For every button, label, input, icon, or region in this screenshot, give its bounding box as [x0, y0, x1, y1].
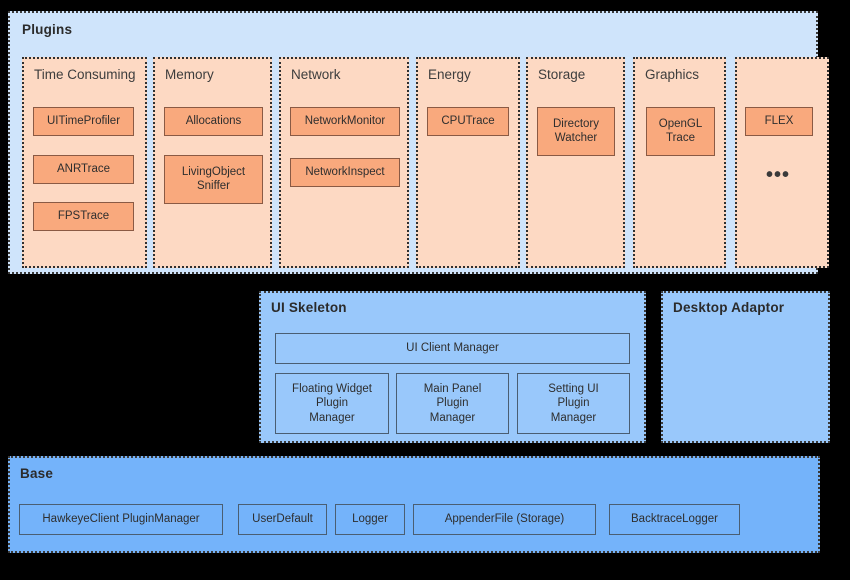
plugin-column-energy: Energy	[416, 57, 520, 268]
plugin-chip-anrtrace[interactable]: ANRTrace	[33, 155, 134, 184]
box-line-1: Main Panel	[423, 382, 482, 395]
plugins-panel-title: Plugins	[22, 22, 73, 37]
base-box-logger[interactable]: Logger	[335, 504, 405, 535]
plugin-chip-label: Directory Watcher	[552, 118, 599, 144]
plugin-more-ellipsis-icon: •••	[766, 164, 791, 186]
box-line-3: Manager	[309, 411, 355, 424]
box-line-2: Plugin	[436, 397, 469, 410]
plugin-chip-flex[interactable]: FLEX	[745, 107, 813, 136]
desktop-adaptor-panel	[661, 291, 830, 443]
plugin-chip-networkmonitor[interactable]: NetworkMonitor	[290, 107, 400, 136]
base-box-appenderfile-storage[interactable]: AppenderFile (Storage)	[413, 504, 596, 535]
plugin-column-graphics: Graphics	[633, 57, 726, 268]
ui-skeleton-title: UI Skeleton	[271, 300, 347, 315]
plugin-column-more	[735, 57, 829, 268]
box-line-2: Plugin	[557, 397, 590, 410]
main-panel-plugin-manager-box[interactable]: Main Panel Plugin Manager	[396, 373, 509, 434]
box-line-3: Manager	[550, 411, 597, 424]
ui-client-manager-box[interactable]: UI Client Manager	[275, 333, 630, 364]
plugin-column-title: Storage	[538, 67, 586, 82]
setting-ui-plugin-manager-box[interactable]: Setting UI Plugin Manager	[517, 373, 630, 434]
plugin-chip-opengltrace[interactable]: OpenGL Trace	[646, 107, 715, 156]
plugin-column-title: Time Consuming	[34, 67, 136, 82]
plugin-chip-directorywatcher[interactable]: Directory Watcher	[537, 107, 615, 156]
desktop-adaptor-title: Desktop Adaptor	[673, 300, 785, 315]
plugin-chip-label: OpenGL Trace	[658, 118, 703, 144]
base-box-backtracelogger[interactable]: BacktraceLogger	[609, 504, 740, 535]
plugin-chip-cputrace[interactable]: CPUTrace	[427, 107, 509, 136]
base-box-hawkeyeclient-pluginmanager[interactable]: HawkeyeClient PluginManager	[19, 504, 223, 535]
plugin-column-title: Memory	[165, 67, 214, 82]
plugin-column-title: Network	[291, 67, 341, 82]
plugin-chip-fpstrace[interactable]: FPSTrace	[33, 202, 134, 231]
plugin-chip-label: LivingObject Sniffer	[181, 166, 246, 192]
plugin-chip-livingobjectsniffer[interactable]: LivingObject Sniffer	[164, 155, 263, 204]
base-title: Base	[20, 466, 54, 481]
box-line-1: Setting UI	[548, 382, 599, 395]
plugin-chip-networkinspect[interactable]: NetworkInspect	[290, 158, 400, 187]
floating-widget-plugin-manager-box[interactable]: Floating Widget Plugin Manager	[275, 373, 389, 434]
plugin-column-title: Graphics	[645, 67, 700, 82]
plugin-chip-uitimeprofiler[interactable]: UITimeProfiler	[33, 107, 134, 136]
plugin-column-storage: Storage	[526, 57, 625, 268]
box-line-3: Manager	[429, 411, 476, 424]
box-line-1: Floating Widget	[292, 382, 372, 395]
plugin-chip-allocations[interactable]: Allocations	[164, 107, 263, 136]
base-box-userdefault[interactable]: UserDefault	[238, 504, 327, 535]
box-line-2: Plugin	[316, 397, 348, 410]
plugin-column-title: Energy	[428, 67, 471, 82]
